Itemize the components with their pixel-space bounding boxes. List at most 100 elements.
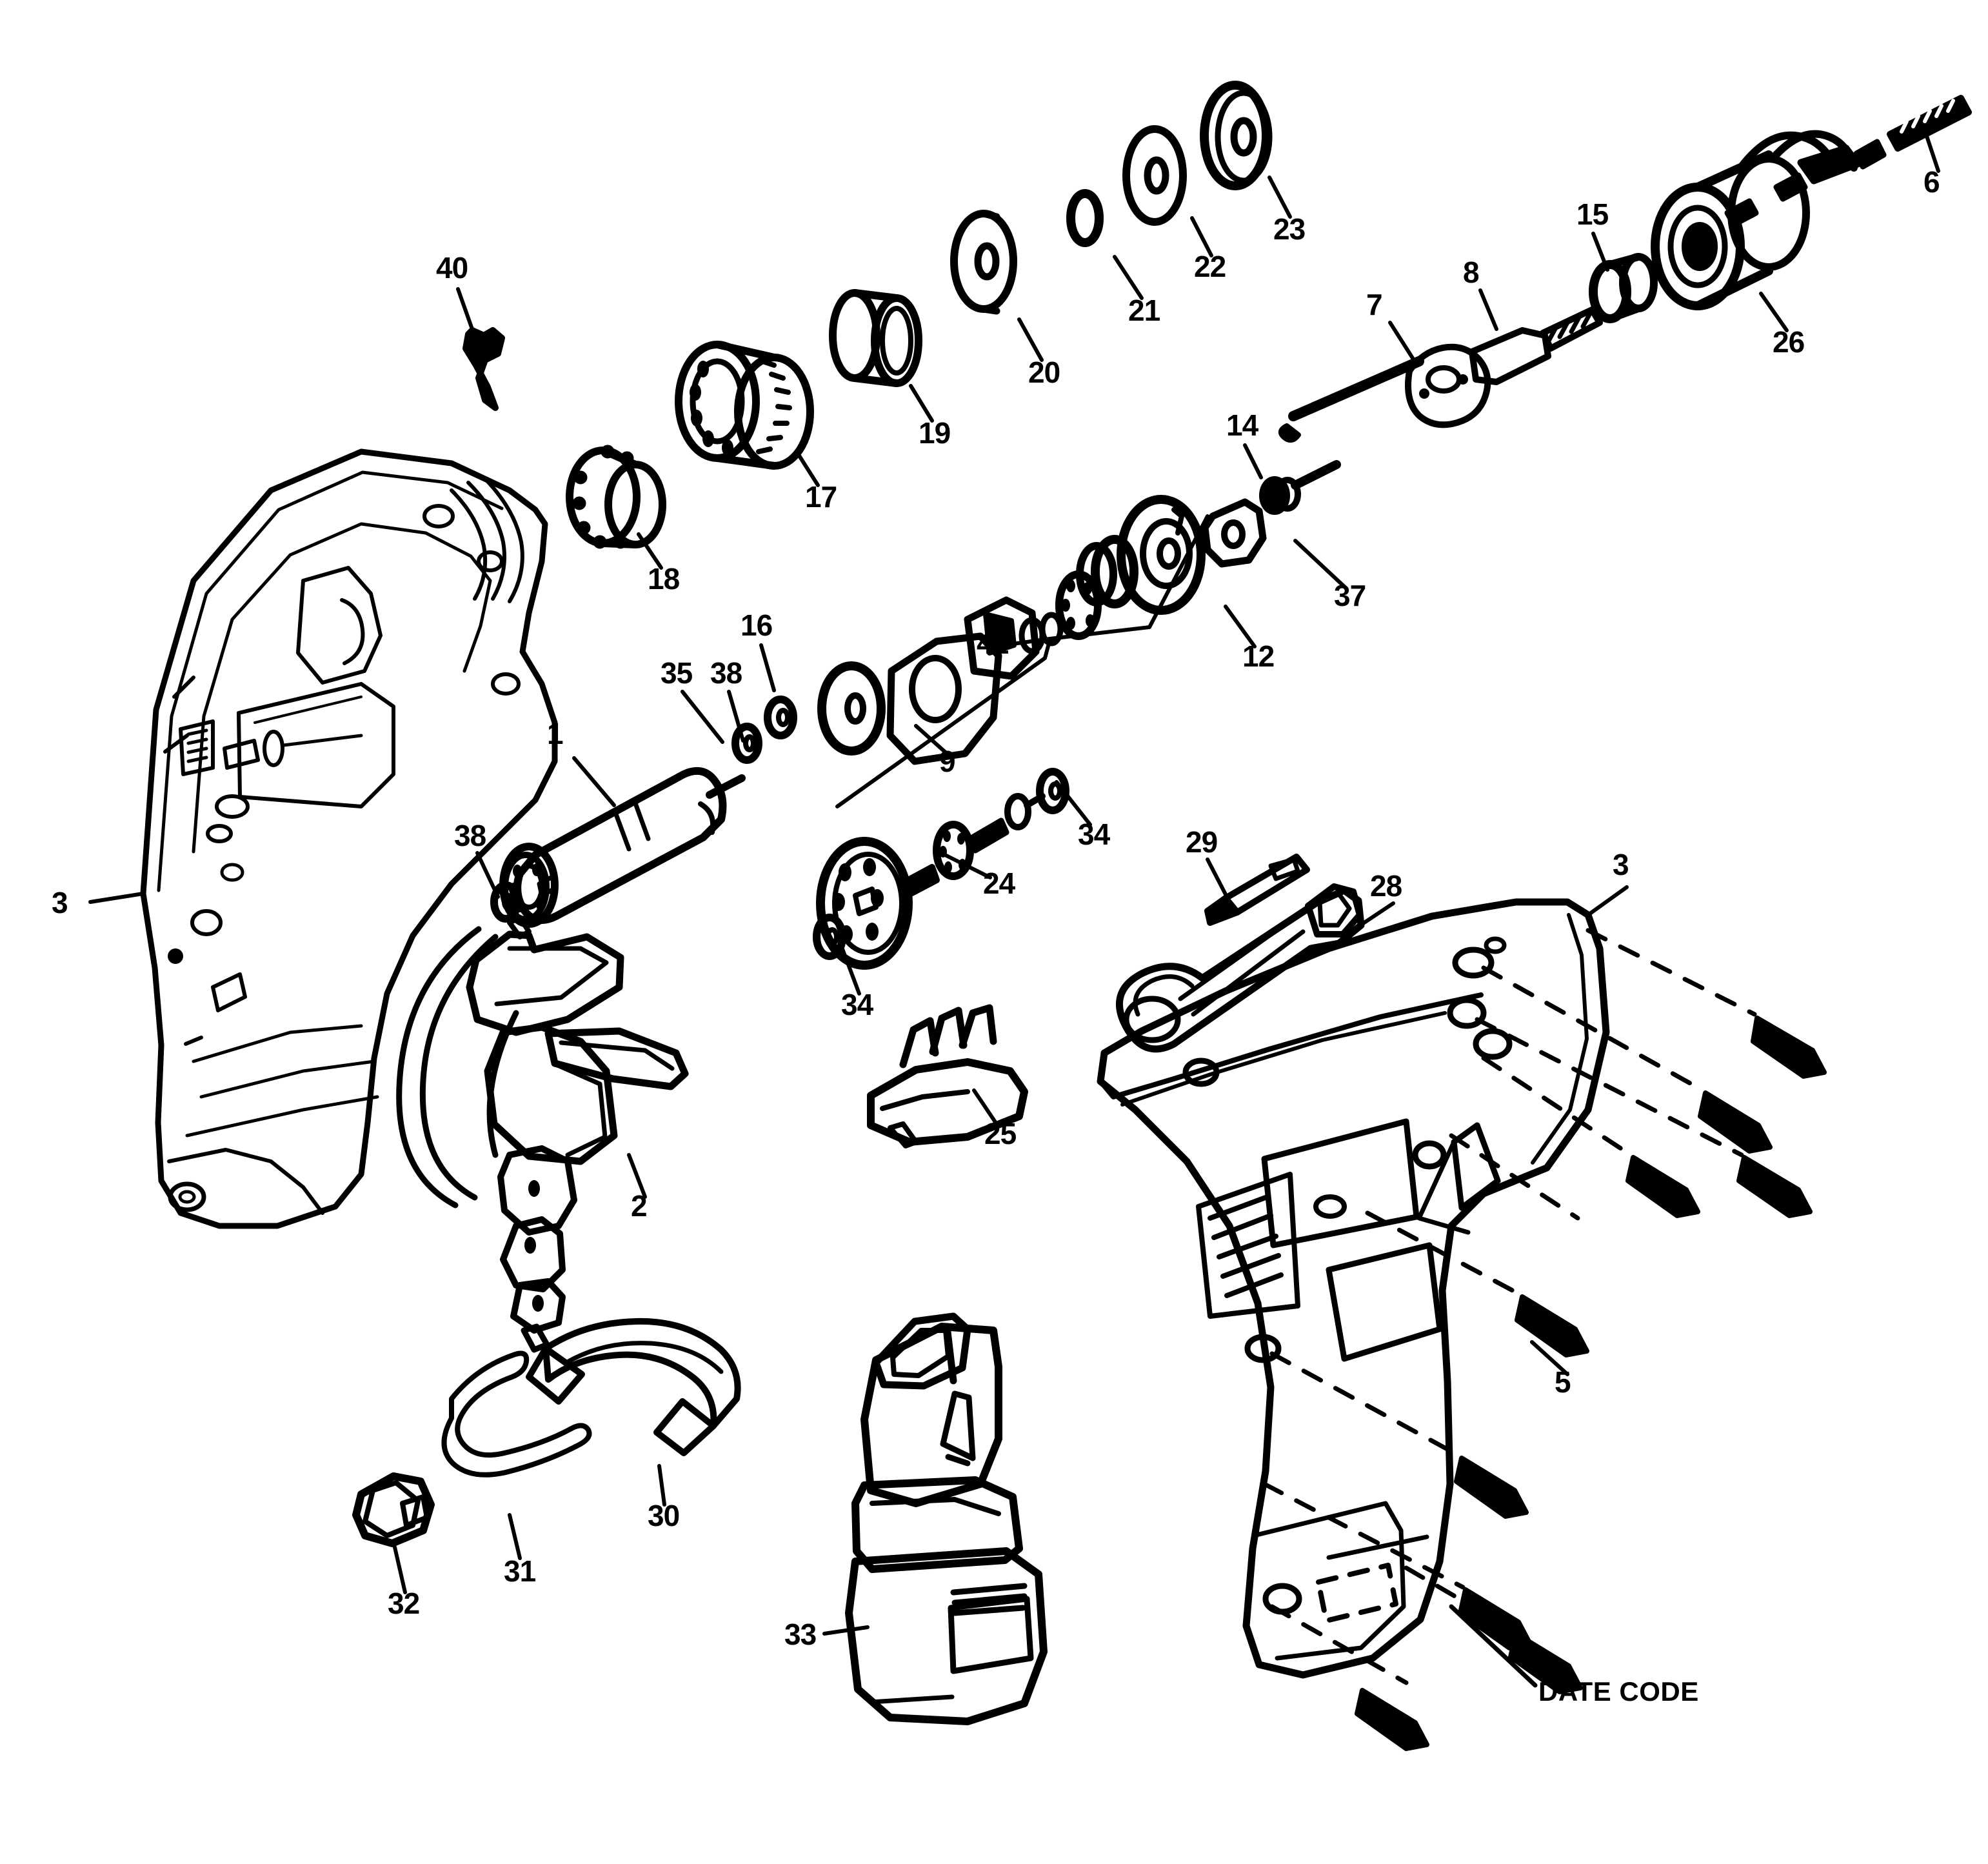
terminal-block-32-artwork <box>352 1472 435 1547</box>
callout-number-33-battery-pack: 33 <box>784 1618 817 1651</box>
callout-number-6-chuck-screw: 6 <box>1923 165 1940 199</box>
gear-case-bracket-artwork <box>817 514 1209 808</box>
callout-number-14-ball-bearing: 14 <box>1226 408 1258 442</box>
callout-number-34-bearing-small: 34 <box>841 988 873 1021</box>
callout-number-40-retaining-clip: 40 <box>436 251 468 285</box>
housing-left-half-artwork <box>140 448 558 1229</box>
callout-number-1-motor: 1 <box>547 717 564 750</box>
callout-leader-24 <box>943 853 992 879</box>
callout-leader-23 <box>1267 175 1292 219</box>
washer-20-artwork <box>950 210 1017 315</box>
screws-artwork <box>1355 1016 1827 1751</box>
callout-leader-3 <box>88 892 145 904</box>
callout-leader-5 <box>1530 1340 1569 1376</box>
date-code-leader <box>1449 1604 1538 1688</box>
housing-right-half-artwork <box>1097 898 1610 1679</box>
callout-leader-35 <box>681 690 724 744</box>
assembly-guidelines <box>1262 928 1757 1685</box>
callout-leader-38 <box>475 851 500 899</box>
callout-leader-29 <box>1206 857 1229 899</box>
callout-leader-31 <box>508 1513 522 1560</box>
text-label-date-code: DATE CODE <box>1538 1676 1699 1707</box>
callout-leader-17 <box>795 450 820 487</box>
callout-leader-41 <box>1011 637 1052 646</box>
callout-number-15-collar-ring: 15 <box>1576 197 1609 231</box>
callout-leader-16 <box>759 643 776 692</box>
callout-leader-14 <box>1243 443 1263 479</box>
collar-15-artwork <box>1589 253 1658 323</box>
brush-holder-artwork <box>867 1004 1028 1148</box>
callout-leader-34 <box>840 945 861 996</box>
callout-number-30-clamp: 30 <box>648 1499 680 1532</box>
washer-22-artwork <box>1122 125 1187 226</box>
callout-leader-22 <box>1190 216 1213 257</box>
callout-leader-30 <box>657 1464 666 1507</box>
callout-number-23-washer-thick: 23 <box>1273 212 1306 246</box>
callout-leader-37 <box>1293 539 1347 589</box>
callout-leader-15 <box>1591 232 1609 272</box>
callout-leader-33 <box>822 1625 870 1636</box>
ball-bearing-14-artwork <box>1259 460 1341 515</box>
callout-leader-20 <box>1017 317 1044 362</box>
callout-leader-12 <box>1224 605 1257 648</box>
callout-leader-8 <box>1478 288 1498 331</box>
washer-23-artwork <box>1200 81 1273 190</box>
callout-number-31-wire-spring: 31 <box>504 1554 536 1588</box>
callout-leader-6 <box>1923 130 1940 173</box>
battery-pack-artwork <box>845 1312 1048 1725</box>
callout-number-28-forward-reverse-lever: 28 <box>1370 869 1402 903</box>
spindle-artwork <box>1278 306 1603 443</box>
callout-number-8-spindle: 8 <box>1463 256 1480 289</box>
callout-number-24-fan-rotor: 24 <box>983 867 1015 900</box>
callout-leader-21 <box>1113 255 1144 300</box>
callout-number-18-bearing-cage: 18 <box>648 562 680 596</box>
callout-leader-lines <box>88 130 1940 1636</box>
callout-number-3-housing-left-half: 3 <box>52 886 68 919</box>
callout-leader-2 <box>627 1153 647 1199</box>
callout-number-2-switch-assembly: 2 <box>631 1189 648 1223</box>
callout-number-7-spindle-collar: 7 <box>1366 288 1383 321</box>
callout-leader-40 <box>456 287 474 331</box>
callout-number-22-washer-medium: 22 <box>1194 250 1226 283</box>
callout-number-19-spacer-ring: 19 <box>919 416 951 450</box>
callout-number-26-chuck: 26 <box>1773 325 1805 359</box>
callout-leader-7 <box>1388 321 1415 360</box>
callout-number-20-washer-large: 20 <box>1028 356 1060 389</box>
wire-spring-31-artwork <box>441 1350 592 1478</box>
spacer-ring-artwork <box>829 289 922 387</box>
callout-number-29-pin: 29 <box>1186 825 1218 859</box>
clamp-30-artwork <box>526 1318 741 1456</box>
callout-number-32-terminal-block: 32 <box>388 1587 420 1620</box>
washer-21-artwork <box>1066 189 1104 247</box>
callout-number-25-brush-holder: 25 <box>984 1117 1017 1150</box>
callout-leader-34 <box>1055 780 1092 827</box>
switch-assembly-artwork <box>396 926 689 1353</box>
callout-number-3-housing-right-half: 3 <box>1613 848 1629 881</box>
callout-number-21-washer-thin: 21 <box>1128 294 1160 327</box>
bearing-cage-artwork <box>566 445 666 549</box>
callout-number-35-washer-spring: 35 <box>661 656 693 690</box>
callout-number-38-washer: 38 <box>710 656 742 690</box>
forward-reverse-lever-artwork <box>1116 883 1365 1053</box>
callout-leader-1 <box>572 756 616 807</box>
callout-number-12-gear-assembly: 12 <box>1242 639 1275 673</box>
callout-number-5-screw: 5 <box>1555 1365 1571 1399</box>
motor-artwork <box>499 767 746 939</box>
chuck-artwork <box>1651 130 1887 310</box>
callout-number-37-plate: 37 <box>1334 579 1366 612</box>
callout-number-41-gear-case-bracket: 41 <box>977 626 1009 660</box>
fan-rotor-artwork <box>813 768 1069 970</box>
callout-leader-9 <box>914 724 949 756</box>
plate-37-artwork <box>1201 498 1267 568</box>
callout-leader-38 <box>727 690 745 743</box>
callout-number-9-washer: 9 <box>939 745 956 778</box>
pin-29-artwork <box>1204 854 1310 926</box>
callout-leader-18 <box>637 532 663 570</box>
callout-leader-28 <box>1353 901 1395 931</box>
callout-number-16-washer-small: 16 <box>741 608 773 642</box>
callout-number-34-bearing-small: 34 <box>1078 817 1110 851</box>
callout-leader-3 <box>1586 885 1629 917</box>
callout-leader-25 <box>972 1088 999 1126</box>
